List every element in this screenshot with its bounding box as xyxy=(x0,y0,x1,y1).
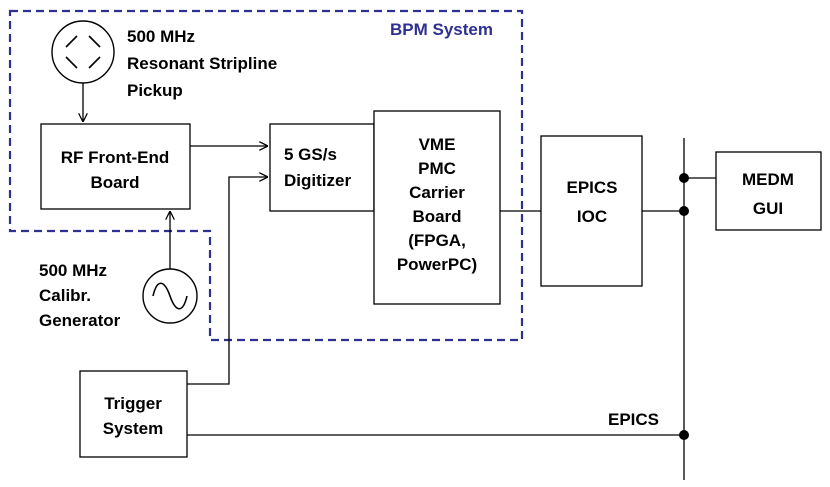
trigger-system-box xyxy=(79,370,188,458)
medm-label-line-1: MEDM xyxy=(742,170,794,189)
rf-frontend-board-box xyxy=(40,123,191,210)
vme-label-line-4: Board xyxy=(412,207,461,226)
vme-label-line-6: PowerPC) xyxy=(397,255,477,274)
medm-gui-box xyxy=(715,151,822,231)
bpm-system-boundary xyxy=(8,9,524,342)
vme-label-line-5: (FPGA, xyxy=(408,231,466,250)
vme-label-line-3: Carrier xyxy=(409,183,465,202)
pickup-label-line-3: Pickup xyxy=(127,81,183,100)
calibration-label-line-3: Generator xyxy=(39,311,121,330)
vme-carrier-board-box xyxy=(373,110,501,305)
sine-wave-generator-icon xyxy=(142,268,198,324)
pickup-label-line-1: 500 MHz xyxy=(127,27,195,46)
calibration-label-line-1: 500 MHz xyxy=(39,261,107,280)
digitizer-box xyxy=(269,123,375,212)
calibration-label-line-2: Calibr. xyxy=(39,286,91,305)
bus-junction-trigger xyxy=(679,430,689,440)
bus-junction-medm xyxy=(679,173,689,183)
medm-label-line-2: GUI xyxy=(753,199,783,218)
bus-junction-ioc xyxy=(679,206,689,216)
epics-bus-label: EPICS xyxy=(608,410,659,429)
trigger-to-digitizer-arrow xyxy=(187,177,268,385)
pickup-label-line-2: Resonant Stripline xyxy=(127,54,277,73)
trigger-label-line-2: System xyxy=(103,419,163,438)
digitizer-label-line-2: Digitizer xyxy=(284,171,351,190)
rf-frontend-label-line-2: Board xyxy=(90,173,139,192)
rf-frontend-label-line-1: RF Front-End xyxy=(61,148,170,167)
ioc-label-line-1: EPICS xyxy=(566,178,617,197)
vme-label-line-1: VME xyxy=(419,135,456,154)
ioc-label-line-2: IOC xyxy=(577,207,607,226)
bpm-system-title: BPM System xyxy=(390,20,493,39)
digitizer-label-line-1: 5 GS/s xyxy=(284,145,337,164)
epics-ioc-box xyxy=(540,135,643,287)
trigger-label-line-1: Trigger xyxy=(104,394,162,413)
vme-label-line-2: PMC xyxy=(418,159,456,178)
stripline-pickup-icon xyxy=(51,20,115,84)
